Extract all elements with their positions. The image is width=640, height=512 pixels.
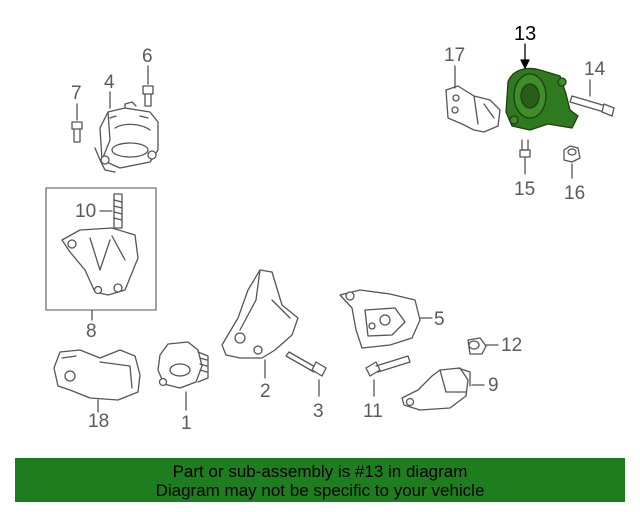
callout-18: 18 (88, 411, 110, 432)
callout-8: 8 (86, 321, 97, 342)
callout-15: 15 (514, 179, 536, 200)
part-10-stud[interactable] (113, 193, 123, 229)
callout-1: 1 (181, 413, 192, 434)
part-16-nut[interactable] (563, 145, 581, 163)
callout-4: 4 (104, 72, 115, 93)
part-18-bracket[interactable] (53, 349, 141, 401)
part-12-bushing[interactable] (467, 337, 487, 355)
part-17-bracket[interactable] (445, 85, 501, 133)
callout-12: 12 (501, 335, 523, 356)
part-2-bracket[interactable] (221, 269, 299, 359)
callout-9: 9 (488, 375, 499, 396)
banner-line-2: Diagram may not be specific to your vehi… (155, 481, 485, 500)
part-15-bolt[interactable] (519, 139, 531, 158)
callout-16: 16 (564, 183, 586, 204)
part-3-bolt[interactable] (285, 351, 327, 377)
part-5-bracket[interactable] (339, 289, 421, 349)
part-14-bolt[interactable] (569, 95, 615, 117)
banner-line-1: Part or sub-assembly is #13 in diagram (172, 462, 468, 481)
callout-6: 6 (142, 46, 153, 67)
callout-10: 10 (75, 201, 97, 222)
callout-17: 17 (444, 45, 466, 66)
part-7-bolt[interactable] (71, 121, 83, 143)
part-1-mount[interactable] (157, 341, 209, 389)
callout-5: 5 (434, 309, 445, 330)
callout-13: 13 (514, 23, 537, 45)
part-13-highlighted-mount[interactable] (505, 67, 579, 131)
info-banner: Part or sub-assembly is #13 in diagram D… (15, 458, 625, 502)
callout-7: 7 (71, 83, 82, 104)
part-8-kit-box (45, 187, 157, 311)
callout-3: 3 (313, 401, 324, 422)
part-9-bracket[interactable] (401, 367, 471, 411)
leader-13-arrow (520, 59, 530, 69)
part-11-bolt[interactable] (365, 355, 411, 377)
callout-2: 2 (260, 381, 271, 402)
part-8-bracket[interactable] (61, 227, 139, 296)
part-4-engine-mount[interactable] (94, 101, 159, 173)
part-6-bolt[interactable] (142, 85, 154, 107)
callout-14: 14 (584, 59, 606, 80)
parts-diagram (45, 43, 615, 413)
callout-11: 11 (363, 401, 383, 422)
